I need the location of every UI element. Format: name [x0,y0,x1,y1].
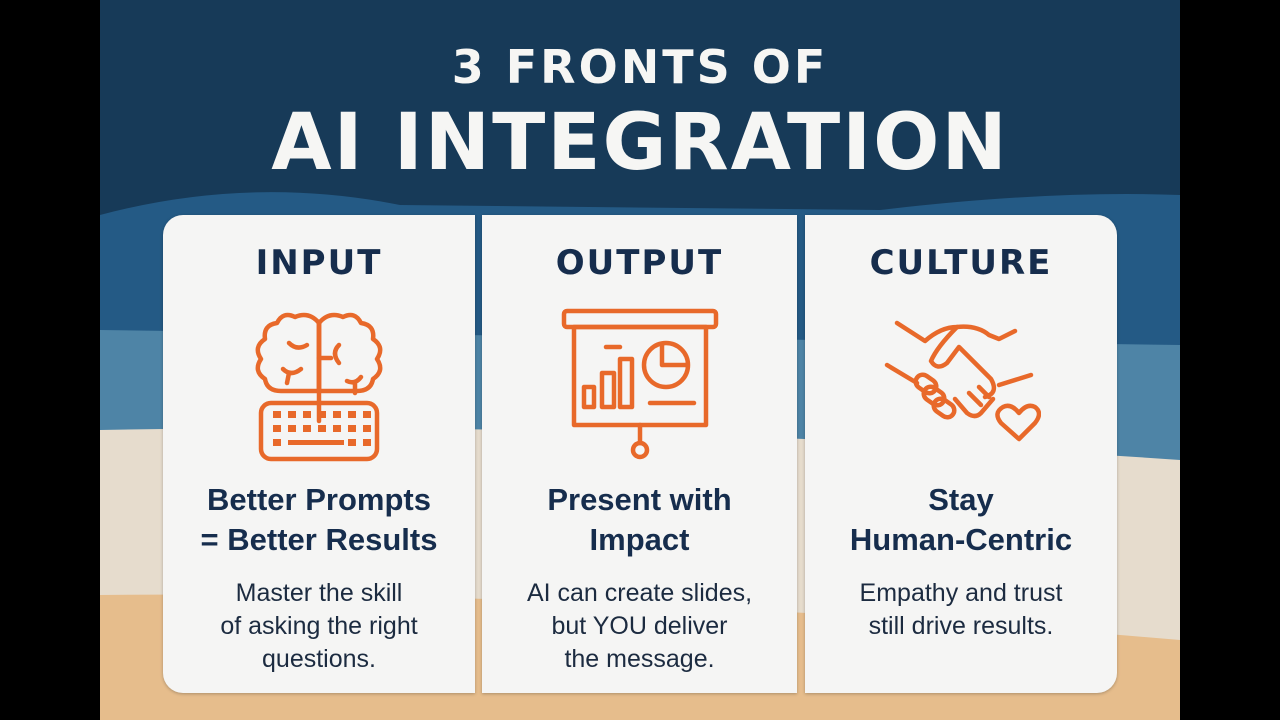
description-line: Empathy and trust [859,579,1063,607]
description-line: questions. [262,645,376,673]
card-subtitle: Present with Impact [482,480,797,560]
title-line-2: AI INTEGRATION [271,98,1009,188]
card-heading: CULTURE [869,243,1053,283]
description-line: Master the skill [235,579,403,607]
card-description: Empathy and trust still drive results. [805,577,1117,643]
title-line-1: 3 FRONTS OF [451,40,829,94]
subtitle-line: = Better Results [200,522,438,557]
description-line: AI can create slides, [526,579,753,607]
card-subtitle: Better Prompts = Better Results [163,480,475,560]
card-subtitle: Stay Human-Centric [805,480,1117,560]
card-heading: INPUT [255,243,383,283]
subtitle-line: Present with [547,482,732,517]
handshake-heart-icon [884,320,1041,442]
card-input: INPUT Better Prompts = Better Results Ma… [163,215,475,693]
description-line: the message. [564,645,715,673]
subtitle-line: Stay [928,482,994,517]
description-line: of asking the right [220,612,418,640]
brain-keyboard-icon [255,312,383,462]
subtitle-line: Better Prompts [207,482,431,517]
card-description: Master the skill of asking the right que… [163,577,475,676]
card-heading: OUTPUT [555,243,724,283]
card-output: OUTPUT Present with Impact AI can create… [482,215,797,693]
description-line: still drive results. [868,612,1054,640]
card-description: AI can create slides, but YOU deliver th… [482,577,797,676]
infographic: 3 FRONTS OF AI INTEGRATION INPUT Better … [100,0,1180,720]
presentation-board-icon [561,308,718,460]
card-culture: CULTURE Stay Human-Centric Empathy and t… [805,215,1117,693]
subtitle-line: Impact [589,522,690,557]
description-line: but YOU deliver [551,612,728,640]
subtitle-line: Human-Centric [849,522,1073,557]
